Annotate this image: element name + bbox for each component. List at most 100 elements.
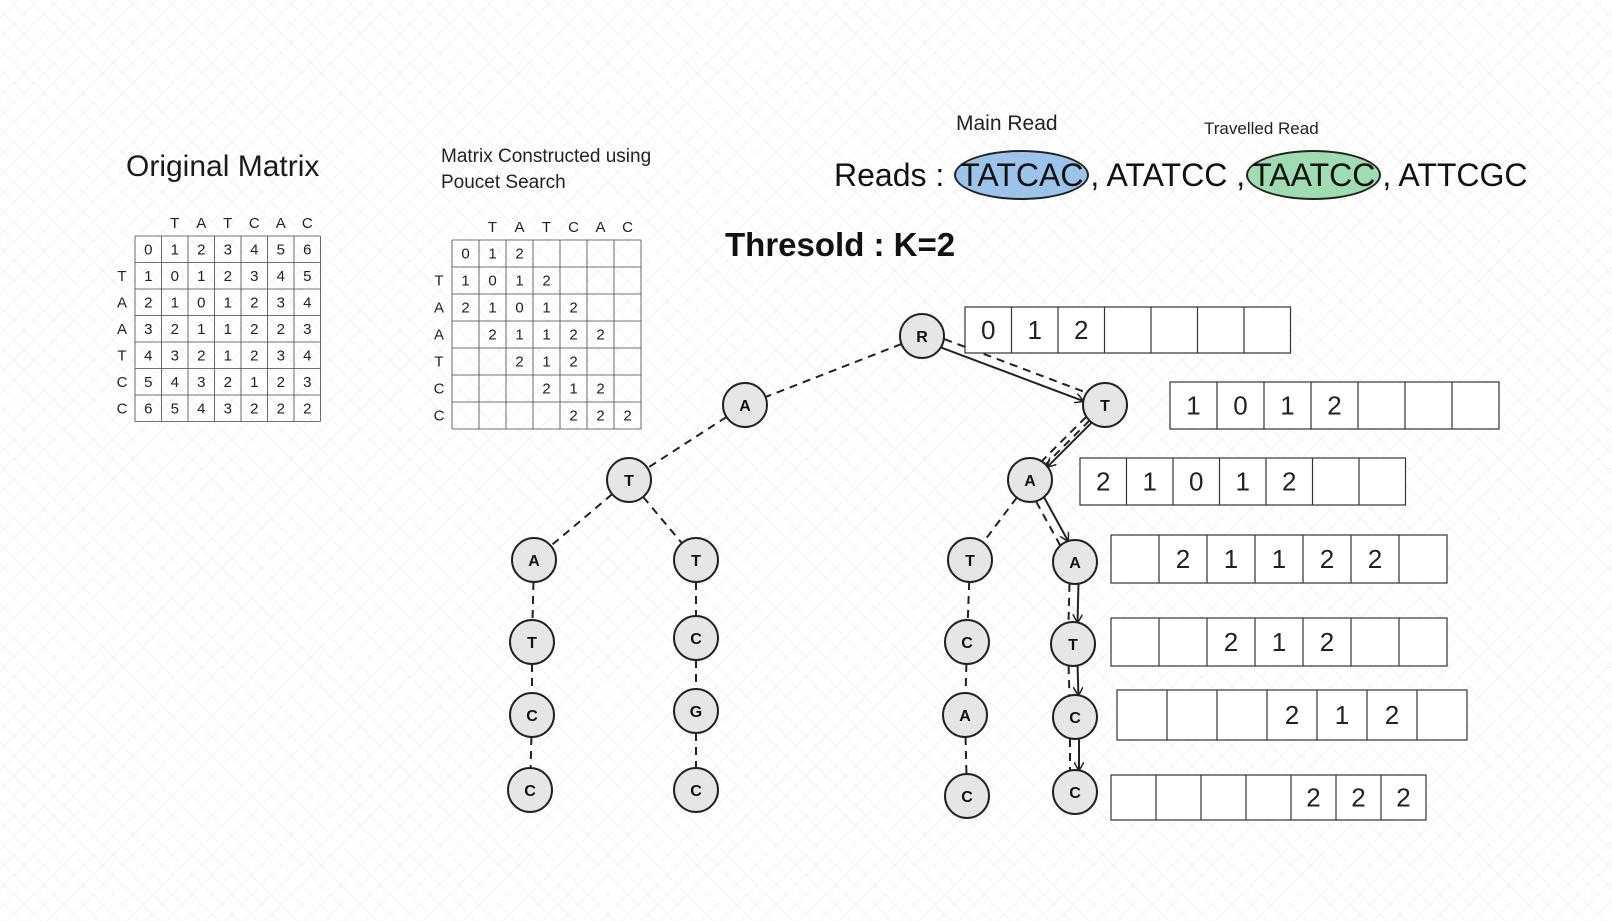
matrix-cell: 5 <box>303 268 311 285</box>
dp-cell: 2 <box>1285 700 1299 730</box>
trie-node: T <box>673 537 719 583</box>
matrix-cell: 2 <box>461 300 469 317</box>
trie-node: C <box>1052 694 1098 740</box>
trie-node: T <box>1050 621 1096 667</box>
trie-node-circle <box>606 457 652 503</box>
trie-edge <box>642 496 683 544</box>
matrix-cell: 3 <box>197 374 205 391</box>
dp-cell: 2 <box>1282 467 1296 497</box>
matrix-cell: 1 <box>569 381 577 398</box>
trie-node-label: C <box>526 708 538 725</box>
trie-edge <box>964 736 968 775</box>
trie-node-label: R <box>916 329 928 346</box>
matrix-cell: 0 <box>488 273 496 290</box>
trie-node: T <box>509 619 555 665</box>
trie-node-label: T <box>1068 637 1078 654</box>
trie-node-label: T <box>527 635 537 652</box>
dp-cell: 0 <box>1189 467 1203 497</box>
dp-row-frame <box>964 306 1292 354</box>
matrix-col-header: T <box>542 219 551 236</box>
trie-node: C <box>944 619 990 665</box>
trie-node: T <box>947 537 993 583</box>
matrix-cell: 2 <box>197 347 205 364</box>
matrix-cell: 1 <box>515 273 523 290</box>
trie-node-label: C <box>961 635 973 652</box>
matrix-cell: 0 <box>461 246 469 263</box>
matrix-cell: 2 <box>250 294 258 311</box>
matrix-cell: 2 <box>623 408 631 425</box>
matrix-cell: 4 <box>171 374 179 391</box>
matrix-cell: 0 <box>515 300 523 317</box>
matrix-col-header: A <box>514 219 524 236</box>
trie-node-label: A <box>528 553 540 570</box>
matrix-cell: 2 <box>250 347 258 364</box>
dp-cell: 1 <box>1236 467 1250 497</box>
matrix-cell: 1 <box>542 327 550 344</box>
matrix-cell: 3 <box>277 294 285 311</box>
trie-node-circle <box>722 382 768 428</box>
matrix-cell: 1 <box>144 268 152 285</box>
matrix-cell: 1 <box>542 354 550 371</box>
matrix-col-header: T <box>170 215 179 232</box>
matrix-cell: 1 <box>250 374 258 391</box>
trie-path-arrow <box>1048 421 1093 467</box>
main-read-label: Main Read <box>956 112 1058 135</box>
trie-node: C <box>944 773 990 819</box>
matrix-cell: 2 <box>569 354 577 371</box>
trie-node-label: C <box>524 783 536 800</box>
dp-cell: 1 <box>1272 627 1286 657</box>
trie-node: G <box>673 688 719 734</box>
trie-node: A <box>1052 539 1098 585</box>
threshold-label: Thresold : K=2 <box>725 226 956 263</box>
trie-path-arrow <box>1078 665 1079 695</box>
trie-node-circle <box>1007 457 1053 503</box>
dp-cell: 1 <box>1186 391 1200 421</box>
matrix-cell: 2 <box>277 400 285 417</box>
matrix-row-header: A <box>117 294 127 311</box>
matrix-cell: 3 <box>277 347 285 364</box>
trie-node-circle <box>673 767 719 813</box>
trie-node: A <box>511 537 557 583</box>
reads-prefix: Reads : <box>834 156 954 193</box>
matrix-cell: 1 <box>461 273 469 290</box>
dp-cell: 1 <box>1028 315 1042 345</box>
trie-node: A <box>1007 457 1053 503</box>
dp-cell: 2 <box>1320 544 1334 574</box>
dp-cell: 0 <box>1233 391 1247 421</box>
matrix-cell: 2 <box>596 381 604 398</box>
matrix-cell: 1 <box>197 268 205 285</box>
dp-cell: 2 <box>1327 391 1341 421</box>
reads-separator-2: , ATTCGC <box>1382 156 1528 193</box>
dp-cell: 1 <box>1272 544 1286 574</box>
trie-node-circle <box>673 537 719 583</box>
matrix-cell: 0 <box>197 294 205 311</box>
matrix-cell: 3 <box>250 268 258 285</box>
matrix-cell: 5 <box>171 400 179 417</box>
matrix-cell: 2 <box>250 400 258 417</box>
matrix-col-header: A <box>196 215 206 232</box>
matrix-cell: 2 <box>542 381 550 398</box>
dp-cell: 2 <box>1320 627 1334 657</box>
matrix-row-header: C <box>434 381 445 398</box>
dp-cell: 1 <box>1280 391 1294 421</box>
matrix-row-header: A <box>434 300 444 317</box>
trie-node: A <box>722 382 768 428</box>
trie-node-label: A <box>959 708 971 725</box>
trie-node-label: C <box>961 789 973 806</box>
trie-node-circle <box>1052 769 1098 815</box>
poucet-title-line1: Matrix Constructed using <box>441 146 652 167</box>
trie-path-arrow <box>940 346 1083 401</box>
trie-edge <box>531 581 535 621</box>
trie-node: T <box>1082 382 1128 428</box>
trie-node-circle <box>673 615 719 661</box>
dp-cell: 1 <box>1143 467 1157 497</box>
dp-cell: 2 <box>1306 783 1320 813</box>
matrix-cell: 2 <box>569 327 577 344</box>
trie-edge <box>982 497 1018 544</box>
dp-cell: 2 <box>1351 783 1365 813</box>
trie-node-circle <box>673 688 719 734</box>
